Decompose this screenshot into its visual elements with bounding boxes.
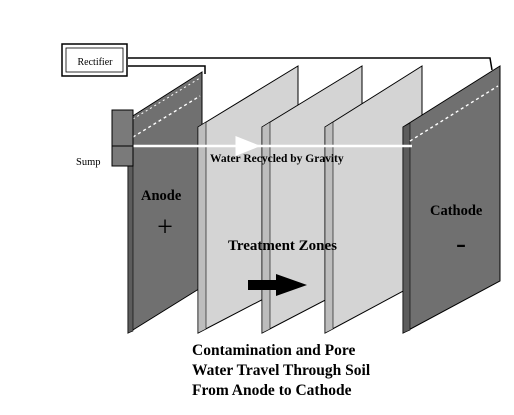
flow-direction-arrow: [248, 274, 307, 296]
anode-electrode: [127, 71, 203, 334]
caption-line-3: From Anode to Cathode: [192, 382, 352, 399]
sump-box: [111, 109, 134, 167]
caption-line-2: Water Travel Through Soil: [192, 362, 371, 379]
cathode-label: Cathode: [430, 203, 483, 219]
cathode-electrode: [402, 65, 501, 334]
anode-label: Anode: [141, 188, 182, 204]
sump-label: Sump: [76, 157, 101, 168]
caption-text: Contamination and Pore Water Travel Thro…: [192, 341, 370, 401]
treatment-panel-3: [324, 65, 423, 334]
rectifier-box: Rectifier: [61, 43, 128, 77]
water-recycled-label: Water Recycled by Gravity: [210, 153, 344, 165]
treatment-zones-label: Treatment Zones: [228, 238, 337, 254]
caption-line-1: Contamination and Pore: [192, 342, 356, 359]
anode-plus-sign: +: [157, 212, 173, 243]
rectifier-label: Rectifier: [78, 57, 114, 68]
cathode-minus-sign: -: [456, 227, 466, 260]
wiring: [128, 57, 493, 74]
